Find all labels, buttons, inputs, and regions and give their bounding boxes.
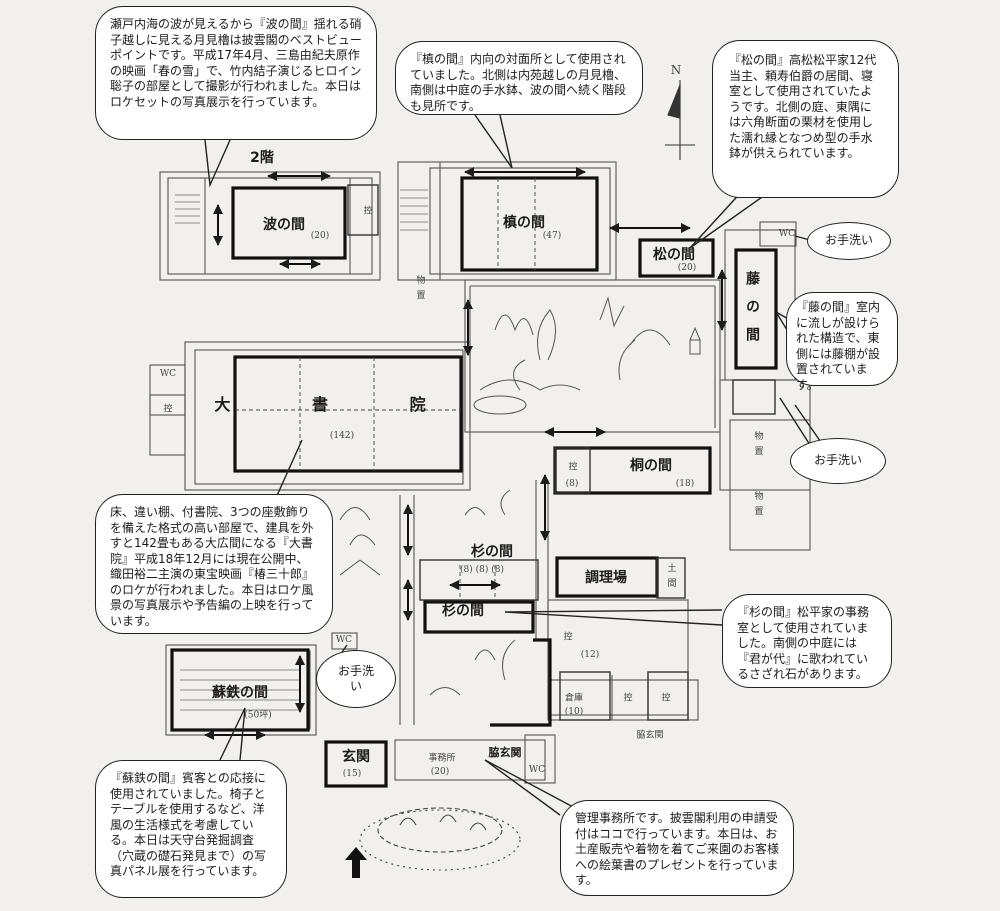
room-label-sotetsu: 蘇鉄の間 bbox=[212, 685, 268, 701]
callout-sotetsu: 『蘇鉄の間』賓客との応接に使用されていました。椅子とテーブルを使用するなど、洋風… bbox=[95, 760, 287, 898]
callout-maki: 『槙の間』内向の対面所として使用されていました。北側は内苑越しの月見櫓、南側は中… bbox=[395, 41, 643, 115]
room-genkan bbox=[324, 740, 388, 788]
note-sugi-sizes: (8) (8) (8) bbox=[460, 565, 504, 575]
room-sugi bbox=[423, 600, 535, 634]
room-nami bbox=[231, 186, 347, 260]
note-kura-size: (10) bbox=[564, 707, 584, 717]
note-monooki-1: 物置 bbox=[414, 275, 425, 305]
note-hikae-5: 控 bbox=[623, 693, 633, 704]
floor-2-label: 2階 bbox=[250, 150, 274, 166]
note-monooki-2: 物置 bbox=[752, 431, 763, 461]
note-wakigenkan-hand: 脇玄関 bbox=[636, 730, 664, 741]
note-office-label: 事務所 bbox=[428, 753, 456, 764]
note-matsu-size: (20) bbox=[677, 263, 697, 273]
callout-office: 管理事務所です。披雲閣利用の申請受付はココで行っています。本日は、お土産販売や着… bbox=[560, 800, 794, 896]
note-kiri-size: (18) bbox=[675, 479, 695, 489]
note-wc-3: WC bbox=[335, 635, 353, 645]
callout-matsu: 『松の間』高松松平家12代当主、頼寿伯爵の居間、寝室として使用されていたようです… bbox=[712, 40, 899, 198]
note-office-size: (20) bbox=[430, 767, 450, 777]
callout-nami: 瀬戸内海の波が見えるから『波の間』揺れる硝子越しに見える月見櫓は披雲閣のベストビ… bbox=[95, 6, 377, 140]
room-label-sugi-lower: 杉の間 bbox=[442, 603, 484, 619]
note-doma: 土間 bbox=[665, 563, 676, 593]
note-monooki-3: 物置 bbox=[752, 491, 763, 521]
room-label-wakigenkan: 脇玄関 bbox=[488, 746, 522, 759]
note-sotetsu-size: (50坪) bbox=[244, 710, 272, 721]
callout-daishoin: 床、違い棚、付書院、3つの座敷飾りを備えた格式の高い部屋で、建具を外すと142畳… bbox=[95, 494, 333, 634]
room-maki bbox=[460, 176, 599, 272]
room-matsu bbox=[638, 238, 715, 278]
room-label-matsu: 松の間 bbox=[653, 247, 695, 263]
callout-toilet-1: お手洗い bbox=[807, 222, 891, 260]
callout-toilet-3: お手洗い bbox=[316, 650, 396, 708]
room-daishoin bbox=[233, 355, 463, 473]
note-kura: 倉庫 bbox=[564, 693, 584, 704]
note-wc-4: WC bbox=[528, 765, 546, 775]
room-fuji bbox=[734, 248, 778, 370]
note-kiri-hikae-size: (8) bbox=[565, 479, 579, 489]
room-label-genkan: 玄関 bbox=[342, 749, 370, 765]
room-label-chorijo: 調理場 bbox=[585, 570, 627, 586]
north-label: N bbox=[670, 63, 682, 77]
note-wc-1: WC bbox=[778, 229, 796, 239]
note-nami-size: (20) bbox=[310, 231, 330, 241]
note-genkan-size: (15) bbox=[342, 769, 362, 779]
note-wc-2: WC bbox=[159, 369, 177, 379]
note-daishoin-size: (142) bbox=[329, 431, 355, 441]
note-hikae-size: (12) bbox=[580, 650, 600, 660]
room-label-maki: 槙の間 bbox=[503, 215, 545, 231]
room-label-fuji: 藤の間 bbox=[744, 271, 760, 355]
note-hikae-4: 控 bbox=[563, 632, 573, 643]
note-maki-size: (47) bbox=[542, 231, 562, 241]
callout-fuji: 『藤の間』室内に流しが設けられた構造で、東側には藤棚が設置されています。 bbox=[786, 292, 898, 392]
room-label-nami: 波の間 bbox=[263, 217, 305, 233]
callout-sugi: 『杉の間』松平家の事務室として使用されていました。南側の中庭には『君が代』に歌わ… bbox=[722, 594, 892, 688]
note-hikae-1: 控 bbox=[363, 206, 373, 217]
room-label-daishoin: 大 書 院 bbox=[214, 395, 464, 414]
room-label-sugi-upper: 杉の間 bbox=[471, 544, 513, 560]
callout-toilet-2: お手洗い bbox=[790, 438, 886, 484]
note-hikae-6: 控 bbox=[661, 693, 671, 704]
note-hikae-3: 控 bbox=[568, 462, 578, 473]
note-hikae-2: 控 bbox=[163, 404, 173, 415]
room-label-kiri: 桐の間 bbox=[630, 458, 672, 474]
